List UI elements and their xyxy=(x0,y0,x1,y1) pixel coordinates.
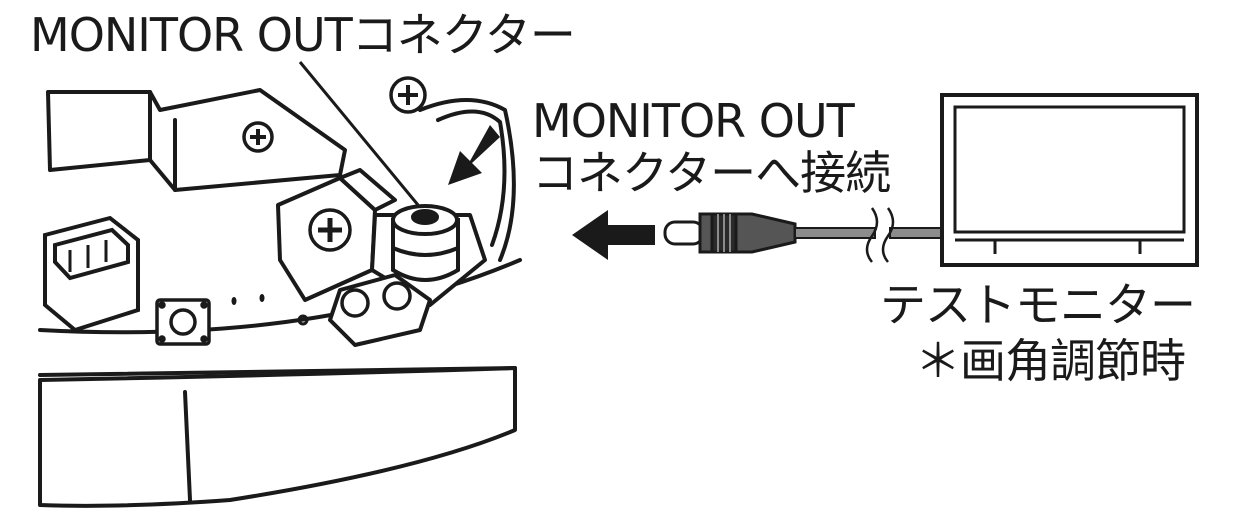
test-monitor xyxy=(940,93,1199,267)
connect-instruction-line2: コネクターへ接続 xyxy=(532,146,891,200)
screw-icon xyxy=(308,208,352,252)
monitor-out-jack xyxy=(391,204,460,282)
terminal-block xyxy=(43,215,140,333)
board-dots xyxy=(231,294,309,326)
test-monitor-label: テストモニター xyxy=(880,278,1196,332)
screw-icon xyxy=(340,288,370,318)
screw-icon xyxy=(382,281,412,311)
connect-instruction-line1: MONITOR OUT xyxy=(532,94,855,148)
cable xyxy=(794,207,943,263)
camera-skirt-flap xyxy=(183,390,192,502)
screw-icon xyxy=(389,76,427,114)
leader-line xyxy=(298,61,420,206)
jack-hole xyxy=(411,209,439,225)
screws xyxy=(242,76,427,318)
cable-segment-right xyxy=(889,227,943,239)
bracket-plate-flange xyxy=(338,168,397,212)
cable-break-icon xyxy=(865,207,895,263)
cable-segment-left xyxy=(794,227,876,239)
camera-upper-block xyxy=(46,88,347,192)
camera-inner-ring-2 xyxy=(436,109,507,247)
rca-plug xyxy=(663,212,797,254)
jack-band xyxy=(392,246,459,257)
camera-base-skirt xyxy=(38,366,517,508)
arrow-left-icon xyxy=(572,210,655,260)
camera-upper-block-edge xyxy=(148,90,177,192)
camera-base-rim-lower xyxy=(38,366,517,377)
jack-body xyxy=(391,218,460,282)
monitor-screen xyxy=(953,105,1186,234)
arrow-down-left-icon xyxy=(448,125,500,185)
connector-label: MONITOR OUTコネクター xyxy=(30,8,576,62)
monitor-bottom-bar xyxy=(955,238,1184,254)
angle-adjust-note: ＊画角調節時 xyxy=(915,334,1186,388)
push-button xyxy=(155,298,211,346)
screw-icon xyxy=(242,121,274,153)
camera-inner-ring xyxy=(418,98,516,262)
plug-tip xyxy=(663,220,705,246)
